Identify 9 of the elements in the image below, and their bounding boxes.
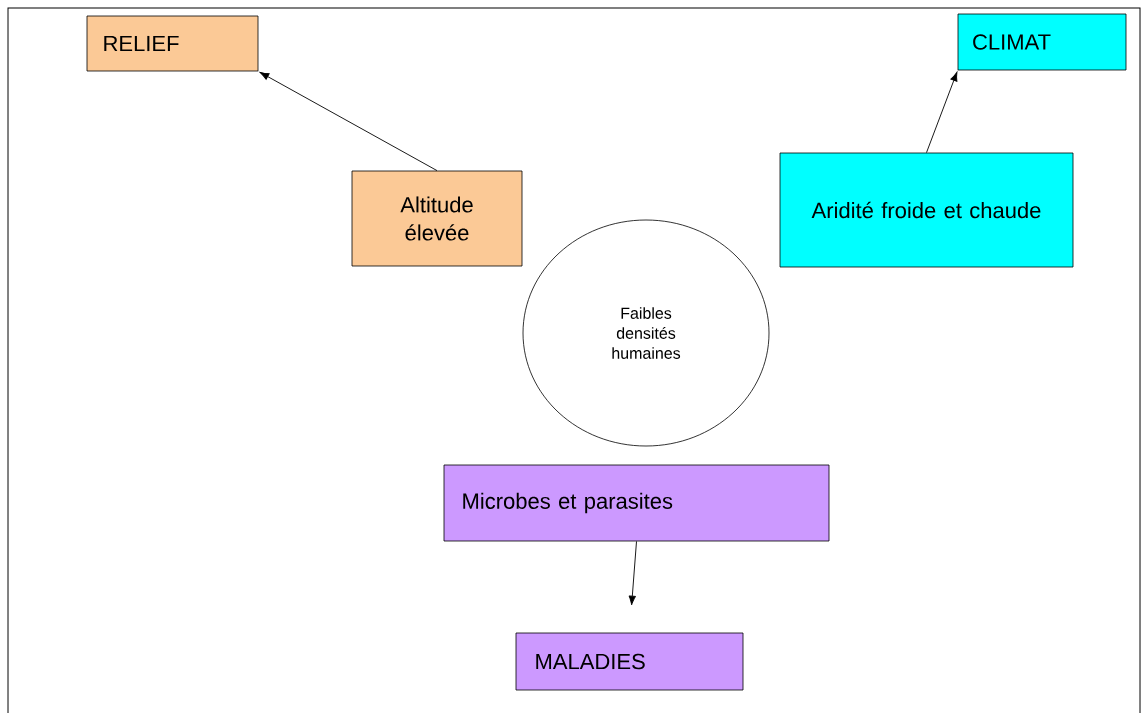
text-box: Aridité froide et chaude bbox=[779, 152, 1074, 268]
text-box: Microbes et parasites bbox=[443, 464, 830, 542]
arrow bbox=[628, 540, 637, 606]
text-box: Altitude élevée bbox=[351, 170, 523, 267]
arrow bbox=[259, 71, 438, 172]
text-box: MALADIES bbox=[515, 632, 744, 691]
arrow bbox=[926, 71, 958, 154]
text-box: CLIMAT bbox=[957, 13, 1127, 71]
text-box: RELIEF bbox=[86, 15, 259, 72]
